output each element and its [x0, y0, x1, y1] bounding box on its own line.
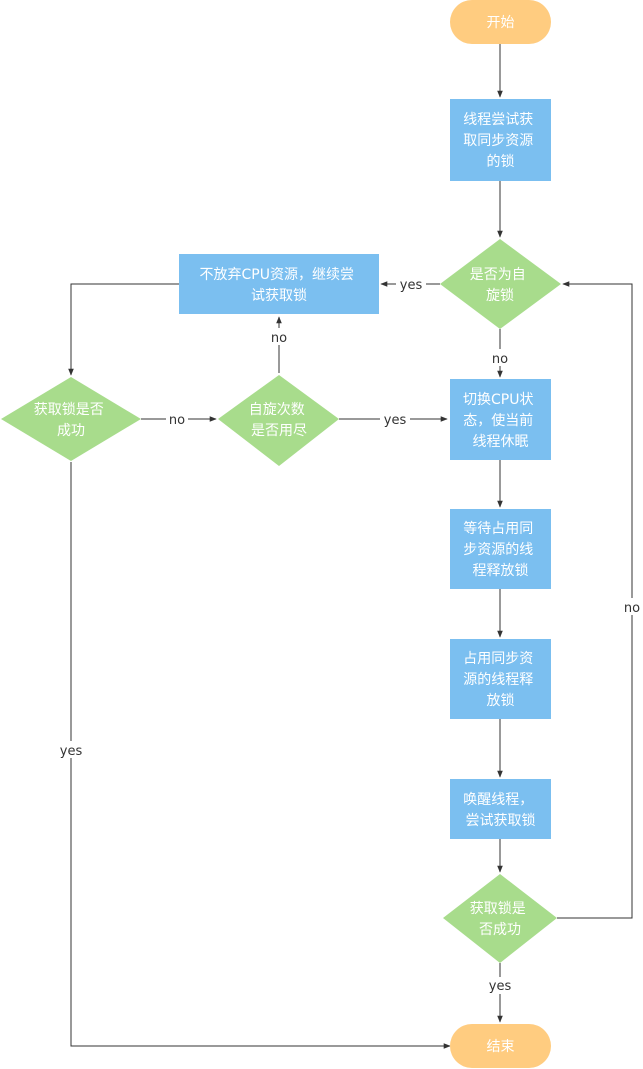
terminal-shape [450, 0, 551, 44]
node-keep-cpu-line-2: 试获取锁 [251, 288, 307, 304]
process-shape [179, 254, 379, 314]
svg-text:唤醒线程， 尝试获取锁: 唤醒线程， 尝试获取锁 [463, 791, 537, 829]
edge-label-acquire-right-yes: yes [489, 979, 512, 994]
node-keep-cpu: 不放弃CPU资源，继续尝 试获取锁 [179, 254, 379, 314]
node-wait-release-line-1: 等待占用同 [463, 520, 533, 537]
node-end: 结束 [450, 1024, 551, 1068]
node-wake-thread-line-2: 尝试获取锁 [466, 813, 536, 829]
svg-text:获取锁是 否成功: 获取锁是 否成功 [470, 901, 530, 938]
svg-text:切换CPU状 态，使当前 线程休眠: 切换CPU状 态，使当前 线程休眠 [463, 391, 538, 450]
process-shape [450, 509, 551, 589]
edge-label-acquire-right-no: no [624, 601, 640, 616]
node-switch-cpu: 切换CPU状 态，使当前 线程休眠 [450, 379, 551, 460]
node-start-label: 开始 [487, 15, 515, 31]
node-acquire-ok-left-line-2: 成功 [57, 423, 85, 439]
process-shape [450, 639, 551, 719]
edge-labels: yes no no no yes yes no yes [56, 275, 643, 994]
node-spin-exhausted: 自旋次数 是否用尽 [218, 375, 339, 466]
node-wake-thread: 唤醒线程， 尝试获取锁 [450, 779, 551, 839]
edge-label-acquire-left-yes: yes [60, 744, 83, 759]
decision-shape [1, 377, 141, 461]
node-acquire-ok-left: 获取锁是否 成功 [1, 377, 141, 461]
decision-shape [218, 375, 339, 466]
svg-text:线程尝试获 取同步资源 的锁: 线程尝试获 取同步资源 的锁 [463, 112, 537, 170]
edge-label-acquire-left-no: no [169, 413, 185, 428]
node-try-acquire: 线程尝试获 取同步资源 的锁 [450, 99, 551, 181]
node-holder-release-line-3: 放锁 [487, 693, 515, 709]
edge-acquire-right-no-to-is-spin [557, 281, 633, 919]
node-holder-release: 占用同步资 源的线程释 放锁 [450, 639, 551, 719]
edge-keep-cpu-to-acquire-left [68, 283, 179, 376]
edge-label-is-spin-yes: yes [400, 278, 423, 293]
edge-label-spin-exhausted-yes: yes [384, 413, 407, 428]
node-holder-release-line-1: 占用同步资 [463, 651, 533, 667]
svg-text:获取锁是否 成功: 获取锁是否 成功 [34, 402, 108, 439]
node-acquire-ok-right: 获取锁是 否成功 [443, 874, 557, 963]
node-switch-cpu-line-1: 切换CPU状 [463, 391, 533, 408]
node-try-acquire-line-3: 的锁 [487, 154, 515, 170]
node-spin-exhausted-line-2: 是否用尽 [251, 423, 307, 439]
node-try-acquire-line-1: 线程尝试获 [463, 112, 533, 128]
node-switch-cpu-line-2: 态，使当前 [463, 412, 533, 429]
edge-acquire-left-yes-to-end [70, 462, 451, 1049]
node-acquire-ok-right-line-1: 获取锁是 [470, 901, 526, 917]
process-shape [450, 379, 551, 460]
svg-text:不放弃CPU资源，继续尝 试获取锁: 不放弃CPU资源，继续尝 试获取锁 [200, 266, 359, 304]
node-wake-thread-line-1: 唤醒线程， [463, 791, 533, 808]
svg-text:占用同步资 源的线程释 放锁: 占用同步资 源的线程释 放锁 [463, 651, 537, 709]
node-start: 开始 [450, 0, 551, 44]
process-shape [450, 99, 551, 181]
node-end-label: 结束 [487, 1039, 515, 1055]
terminal-shape [450, 1024, 551, 1068]
node-switch-cpu-line-3: 线程休眠 [473, 434, 529, 450]
decision-shape [443, 874, 557, 963]
svg-text:自旋次数 是否用尽: 自旋次数 是否用尽 [249, 402, 309, 439]
node-wait-release: 等待占用同 步资源的线 程释放锁 [450, 509, 551, 589]
node-acquire-ok-right-line-2: 否成功 [479, 922, 521, 938]
node-holder-release-line-2: 源的线程释 [463, 672, 533, 688]
node-is-spin-line-1: 是否为自 [470, 267, 526, 283]
node-wait-release-line-2: 步资源的线 [463, 542, 533, 558]
node-spin-exhausted-line-1: 自旋次数 [249, 402, 305, 418]
process-shape [450, 779, 551, 839]
node-is-spin-line-2: 旋锁 [486, 288, 514, 304]
svg-text:是否为自 旋锁: 是否为自 旋锁 [470, 267, 530, 304]
node-wait-release-line-3: 程释放锁 [473, 563, 529, 579]
node-try-acquire-line-2: 取同步资源 [463, 133, 533, 149]
edge-label-spin-exhausted-no: no [271, 331, 287, 346]
node-acquire-ok-left-line-1: 获取锁是否 [34, 402, 104, 418]
decision-shape [440, 239, 561, 329]
edge-label-is-spin-no: no [492, 352, 508, 367]
node-is-spin: 是否为自 旋锁 [440, 239, 561, 329]
svg-text:等待占用同 步资源的线 程释放锁: 等待占用同 步资源的线 程释放锁 [463, 520, 537, 579]
node-keep-cpu-line-1: 不放弃CPU资源，继续尝 [200, 266, 354, 283]
